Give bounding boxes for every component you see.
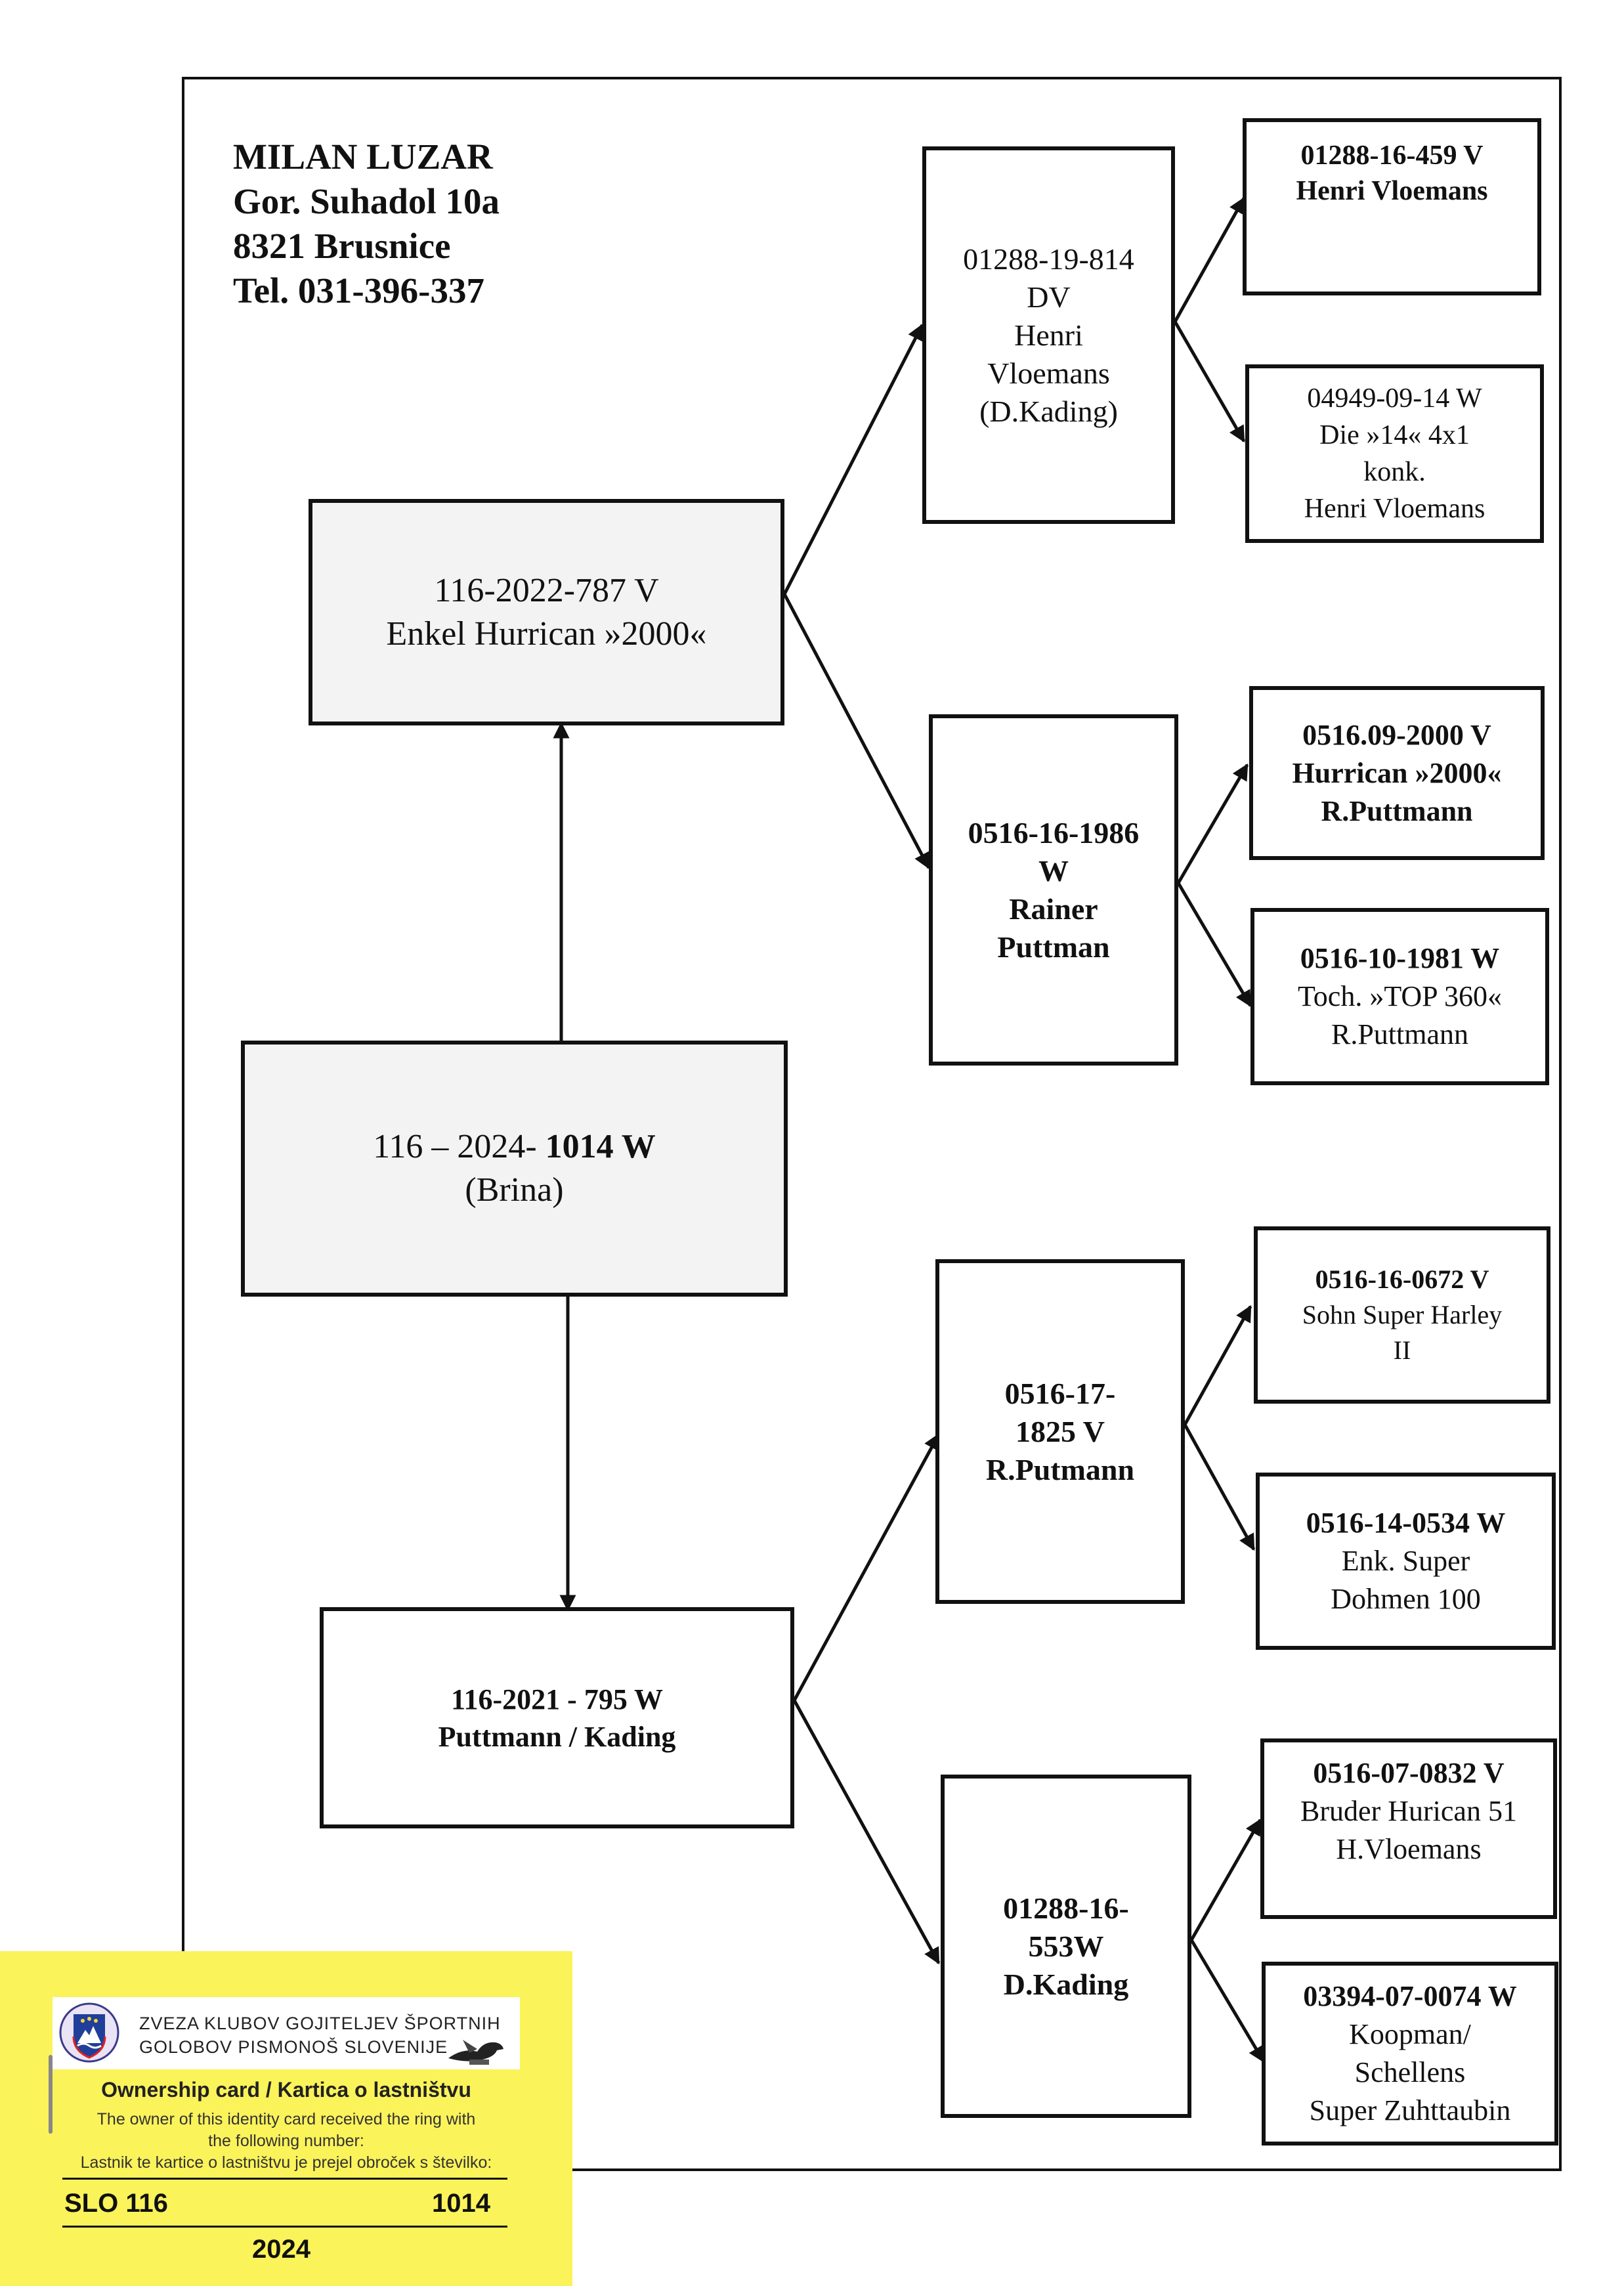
sire-sire-sex: DV bbox=[1027, 280, 1071, 314]
arrow-dam-to-ds bbox=[792, 1433, 941, 1702]
dam-ring: 116-2021 - 795 W bbox=[450, 1683, 664, 1715]
sd-sire-ring: 0516.09-2000 V bbox=[1302, 718, 1491, 751]
sd-sire-box: 0516.09-2000 V Hurrican »2000« R.Puttman… bbox=[1249, 686, 1545, 860]
dam-sire-ring-2: 1825 V bbox=[1015, 1414, 1105, 1448]
card-rule-bottom bbox=[62, 2226, 507, 2228]
sire-box: 116-2022-787 V Enkel Hurrican »2000« bbox=[309, 499, 784, 725]
association-name-line-2: GOLOBOV PISMONOŠ SLOVENIJE bbox=[139, 2037, 448, 2057]
ss-sire-ring: 01288-16-459 V bbox=[1300, 140, 1484, 171]
sire-sire-breeder-1: Henri bbox=[1014, 318, 1083, 352]
arrow-ss-to-sire bbox=[1173, 196, 1246, 323]
dd-dam-name-2: Schellens bbox=[1354, 2056, 1466, 2088]
owner-city: 8321 Brusnice bbox=[233, 226, 451, 266]
ss-dam-breeder: Henri Vloemans bbox=[1304, 494, 1485, 524]
ss-sire-box: 01288-16-459 V Henri Vloemans bbox=[1243, 118, 1541, 295]
dam-sire-box: 0516-17- 1825 V R.Putmann bbox=[935, 1259, 1185, 1604]
sire-sire-note: (D.Kading) bbox=[979, 394, 1118, 428]
subject-pigeon-box: 116 – 2024- 1014 W (Brina) bbox=[241, 1041, 788, 1297]
ss-sire-breeder: Henri Vloemans bbox=[1296, 176, 1488, 206]
ss-dam-name: Die »14« 4x1 bbox=[1319, 420, 1470, 450]
sd-dam-name: Toch. »TOP 360« bbox=[1297, 980, 1503, 1012]
ds-dam-ring: 0516-14-0534 W bbox=[1306, 1507, 1506, 1539]
ds-dam-name-2: Dohmen 100 bbox=[1331, 1583, 1481, 1615]
dd-sire-ring: 0516-07-0832 V bbox=[1313, 1757, 1505, 1789]
arrow-sire-to-ss bbox=[782, 323, 924, 595]
dd-sire-breeder: H.Vloemans bbox=[1336, 1833, 1482, 1865]
owner-address-block: MILAN LUZAR Gor. Suhadol 10a 8321 Brusni… bbox=[233, 135, 500, 313]
arrow-sd-to-sire bbox=[1176, 763, 1249, 884]
dd-dam-box: 03394-07-0074 W Koopman/ Schellens Super… bbox=[1262, 1962, 1558, 2146]
pedigree-frame bbox=[182, 77, 1562, 2171]
sire-dam-breeder-2: Puttman bbox=[997, 930, 1110, 964]
sd-sire-breeder: R.Puttmann bbox=[1321, 794, 1473, 827]
dd-dam-ring: 03394-07-0074 W bbox=[1303, 1980, 1517, 2012]
dam-name: Puttmann / Kading bbox=[438, 1720, 676, 1753]
card-country-code: SLO 116 bbox=[64, 2189, 168, 2218]
dam-dam-box: 01288-16- 553W D.Kading bbox=[941, 1775, 1191, 2118]
ds-dam-box: 0516-14-0534 W Enk. Super Dohmen 100 bbox=[1256, 1473, 1556, 1650]
sire-sire-ring: 01288-19-814 bbox=[963, 242, 1134, 276]
slovenia-crest-icon bbox=[59, 2002, 119, 2063]
sire-name: Enkel Hurrican »2000« bbox=[386, 615, 707, 653]
card-ring-number: 1014 bbox=[432, 2189, 490, 2218]
arrow-dam-to-dd bbox=[792, 1699, 941, 1965]
sd-dam-box: 0516-10-1981 W Toch. »TOP 360« R.Puttman… bbox=[1250, 908, 1549, 1085]
owner-name: MILAN LUZAR bbox=[233, 137, 493, 177]
pin-icon bbox=[49, 2055, 53, 2134]
sd-dam-breeder: R.Puttmann bbox=[1331, 1018, 1469, 1050]
dd-sire-name: Bruder Hurican 51 bbox=[1300, 1795, 1517, 1827]
arrow-sire-to-sd bbox=[782, 593, 931, 870]
ds-sire-ring: 0516-16-0672 V bbox=[1315, 1264, 1489, 1294]
ds-sire-name: Sohn Super Harley bbox=[1302, 1300, 1503, 1329]
sire-dam-box: 0516-16-1986 W Rainer Puttman bbox=[929, 714, 1178, 1066]
owner-street: Gor. Suhadol 10a bbox=[233, 181, 500, 221]
arrow-dd-to-sire bbox=[1189, 1818, 1262, 1941]
arrow-dd-to-dam bbox=[1189, 1939, 1266, 2063]
card-rule-top bbox=[62, 2178, 507, 2180]
pigeon-icon bbox=[448, 2040, 503, 2065]
ds-sire-box: 0516-16-0672 V Sohn Super Harley II bbox=[1254, 1226, 1550, 1404]
sd-dam-ring: 0516-10-1981 W bbox=[1300, 942, 1500, 974]
sire-dam-sex: W bbox=[1038, 853, 1069, 888]
association-name-line-1: ZVEZA KLUBOV GOJITELJEV ŠPORTNIH bbox=[139, 2014, 501, 2033]
card-year: 2024 bbox=[252, 2235, 310, 2264]
sire-dam-ring: 0516-16-1986 bbox=[968, 815, 1140, 850]
dd-dam-name-3: Super Zuhttaubin bbox=[1309, 2094, 1511, 2126]
card-text-en-2: the following number: bbox=[208, 2132, 364, 2150]
sire-sire-breeder-2: Vloemans bbox=[987, 356, 1110, 390]
sire-dam-breeder-1: Rainer bbox=[1009, 892, 1098, 926]
sire-ring: 116-2022-787 V bbox=[434, 571, 659, 609]
association-header: ZVEZA KLUBOV GOJITELJEV ŠPORTNIH GOLOBOV… bbox=[53, 1997, 520, 2069]
dam-dam-ring-2: 553W bbox=[1028, 1929, 1104, 1963]
ds-dam-name-1: Enk. Super bbox=[1341, 1545, 1470, 1577]
ds-sire-note: II bbox=[1393, 1335, 1411, 1365]
dam-sire-ring-1: 0516-17- bbox=[1004, 1376, 1116, 1410]
dam-dam-breeder: D.Kading bbox=[1003, 1967, 1129, 2001]
association-name: ZVEZA KLUBOV GOJITELJEV ŠPORTNIH GOLOBOV… bbox=[139, 2012, 501, 2059]
subject-ring: 116 – 2024- 1014 W bbox=[373, 1128, 656, 1165]
dam-box: 116-2021 - 795 W Puttmann / Kading bbox=[320, 1607, 794, 1828]
dam-dam-ring-1: 01288-16- bbox=[1003, 1891, 1129, 1925]
card-title: Ownership card / Kartica o lastništvu bbox=[101, 2078, 471, 2102]
arrow-ss-to-dam bbox=[1173, 320, 1246, 443]
ownership-card: ZVEZA KLUBOV GOJITELJEV ŠPORTNIH GOLOBOV… bbox=[0, 1951, 572, 2286]
ss-dam-box: 04949-09-14 W Die »14« 4x1 konk. Henri V… bbox=[1245, 364, 1544, 543]
arrow-ds-to-sire bbox=[1183, 1305, 1252, 1426]
dd-dam-name-1: Koopman/ bbox=[1349, 2018, 1471, 2050]
ss-dam-ring: 04949-09-14 W bbox=[1307, 383, 1482, 414]
sire-sire-box: 01288-19-814 DV Henri Vloemans (D.Kading… bbox=[922, 146, 1175, 524]
subject-name: (Brina) bbox=[465, 1171, 564, 1209]
card-text-en-1: The owner of this identity card received… bbox=[96, 2110, 476, 2128]
owner-phone: Tel. 031-396-337 bbox=[233, 270, 484, 311]
dam-sire-breeder: R.Putmann bbox=[985, 1452, 1135, 1486]
dd-sire-box: 0516-07-0832 V Bruder Hurican 51 H.Vloem… bbox=[1260, 1738, 1557, 1919]
sd-sire-name: Hurrican »2000« bbox=[1292, 756, 1502, 789]
ss-dam-note: konk. bbox=[1363, 457, 1426, 487]
card-text-sl: Lastnik te kartice o lastništvu je preje… bbox=[80, 2153, 492, 2172]
arrow-ds-to-dam bbox=[1183, 1423, 1256, 1551]
arrow-sd-to-dam bbox=[1176, 882, 1252, 1008]
